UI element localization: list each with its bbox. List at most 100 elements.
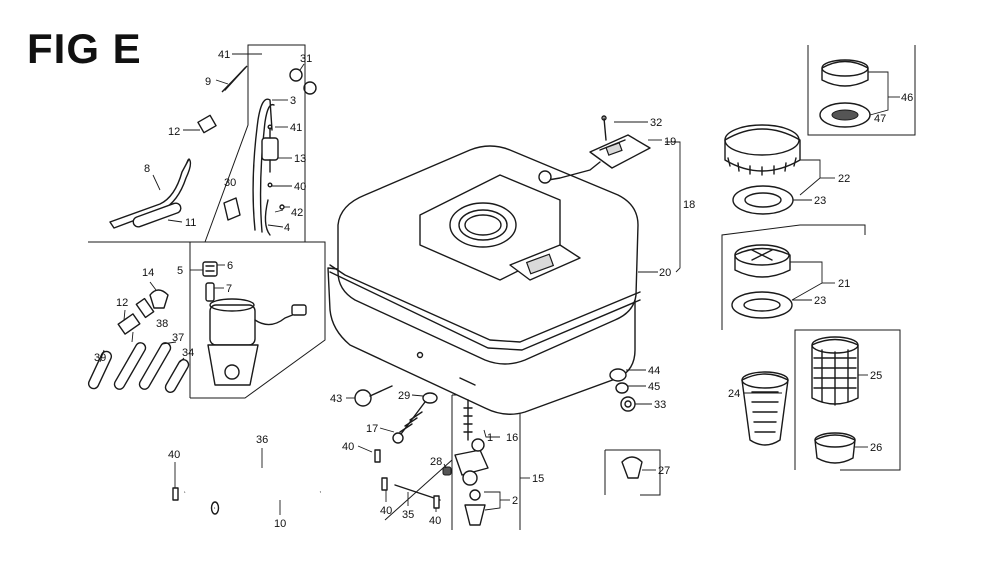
cap-21-arrow — [751, 249, 773, 261]
strainer-24-mesh — [751, 391, 779, 433]
hose-10-inner — [214, 487, 321, 513]
cap-parts — [724, 59, 871, 464]
callout-13: 13 — [294, 153, 306, 165]
nut-33-hole — [624, 400, 632, 408]
gauge-glass — [525, 253, 555, 275]
frame-hose-35 — [384, 459, 453, 521]
callout-40-d: 40 — [380, 505, 392, 517]
callout-1-a: 1 — [487, 432, 493, 444]
hose-39 — [87, 350, 113, 390]
tank-mount-hole — [416, 351, 424, 359]
clip-40-a — [267, 182, 273, 188]
clamp-14 — [149, 289, 169, 309]
fuel-filter-13 — [261, 137, 279, 161]
frame-fuel-pump — [88, 241, 326, 399]
callout-12: 12 — [168, 126, 180, 138]
callout-10: 10 — [274, 518, 286, 530]
strainer-25-mesh — [813, 349, 857, 406]
hose-10-end — [210, 501, 220, 515]
hose-3 — [252, 98, 273, 231]
callout-21: 21 — [838, 278, 850, 290]
callout-14: 14 — [142, 267, 154, 279]
strainer-17-thread — [399, 411, 423, 433]
hose-4 — [264, 199, 271, 236]
gasket-23-b — [731, 291, 793, 319]
cushion-44 — [609, 368, 627, 382]
screw-32-head — [601, 115, 607, 121]
fuel-lines — [172, 449, 441, 515]
gasket-23-a — [732, 185, 794, 215]
callout-47: 47 — [874, 113, 886, 125]
callout-22: 22 — [838, 173, 850, 185]
fuel-cup-gasket — [462, 470, 478, 486]
screw-32 — [603, 117, 607, 141]
callout-40-e: 40 — [429, 515, 441, 527]
clip-27 — [621, 456, 643, 479]
hose-38 — [113, 342, 147, 390]
callout-7: 7 — [226, 283, 232, 295]
tank-mount-parts — [609, 368, 643, 479]
collar-7 — [205, 282, 215, 302]
callout-24: 24 — [728, 388, 740, 400]
callout-18: 18 — [683, 199, 695, 211]
callout-35: 35 — [402, 509, 414, 521]
callout-19: 19 — [664, 136, 676, 148]
strainer-ring-26-top — [814, 432, 856, 448]
callout-6: 6 — [227, 260, 233, 272]
callout-28: 28 — [430, 456, 442, 468]
strainer-24 — [741, 373, 789, 446]
callout-29: 29 — [398, 390, 410, 402]
callout-33: 33 — [654, 399, 666, 411]
gasket-23-b-inner — [743, 298, 781, 312]
hose-9-outline — [221, 65, 248, 93]
callout-23-a: 23 — [814, 195, 826, 207]
fuel-strainer-17 — [397, 401, 426, 439]
callout-27: 27 — [658, 465, 670, 477]
fuel-pump-wire — [254, 311, 301, 326]
callout-30: 30 — [224, 177, 236, 189]
frame-cap-b — [721, 224, 866, 330]
clip-40-c — [374, 449, 381, 463]
callout-25: 25 — [870, 370, 882, 382]
callout-40-a: 40 — [294, 181, 306, 193]
fuel-pump-bracket-hole — [224, 364, 240, 380]
tank-seam-flange-lower — [329, 271, 641, 351]
bolt-43-head — [354, 389, 372, 407]
cushion-6 — [202, 261, 218, 277]
callout-26: 26 — [870, 442, 882, 454]
strainer-24-rim — [741, 371, 789, 389]
callout-23-b: 23 — [814, 295, 826, 307]
clip-31-b — [303, 81, 317, 95]
cap-46 — [821, 60, 869, 87]
fuel-gauge-assembly — [538, 115, 651, 184]
callout-11: 11 — [185, 217, 196, 229]
callout-2: 2 — [512, 495, 518, 507]
lever-28 — [442, 466, 452, 476]
callout-5: 5 — [177, 265, 183, 277]
tank-upper-body — [337, 145, 639, 365]
gauge-plate-window — [605, 142, 623, 156]
clip-41-b — [267, 124, 273, 130]
cap-22-knurl — [727, 157, 797, 176]
callout-46: 46 — [901, 92, 913, 104]
tank-outlet-stub — [459, 377, 476, 386]
callout-3: 3 — [290, 95, 296, 107]
callout-36: 36 — [256, 434, 268, 446]
clip-40-e — [433, 495, 440, 509]
cap-22-top — [724, 124, 800, 156]
washer-29 — [422, 392, 438, 404]
callout-20: 20 — [659, 267, 671, 279]
callout-4: 4 — [284, 222, 290, 234]
o-ring-1-top — [471, 438, 485, 452]
gauge-float — [538, 170, 552, 184]
callout-40-b: 40 — [342, 441, 354, 453]
frame-part-27 — [605, 449, 661, 496]
callout-15: 15 — [532, 473, 544, 485]
callout-44: 44 — [648, 365, 660, 377]
frame-cap-a — [807, 45, 916, 136]
clamp-30 — [223, 197, 241, 221]
hose-36-inner — [183, 451, 381, 496]
callout-37: 37 — [172, 332, 184, 344]
cap-21-top — [734, 244, 790, 266]
